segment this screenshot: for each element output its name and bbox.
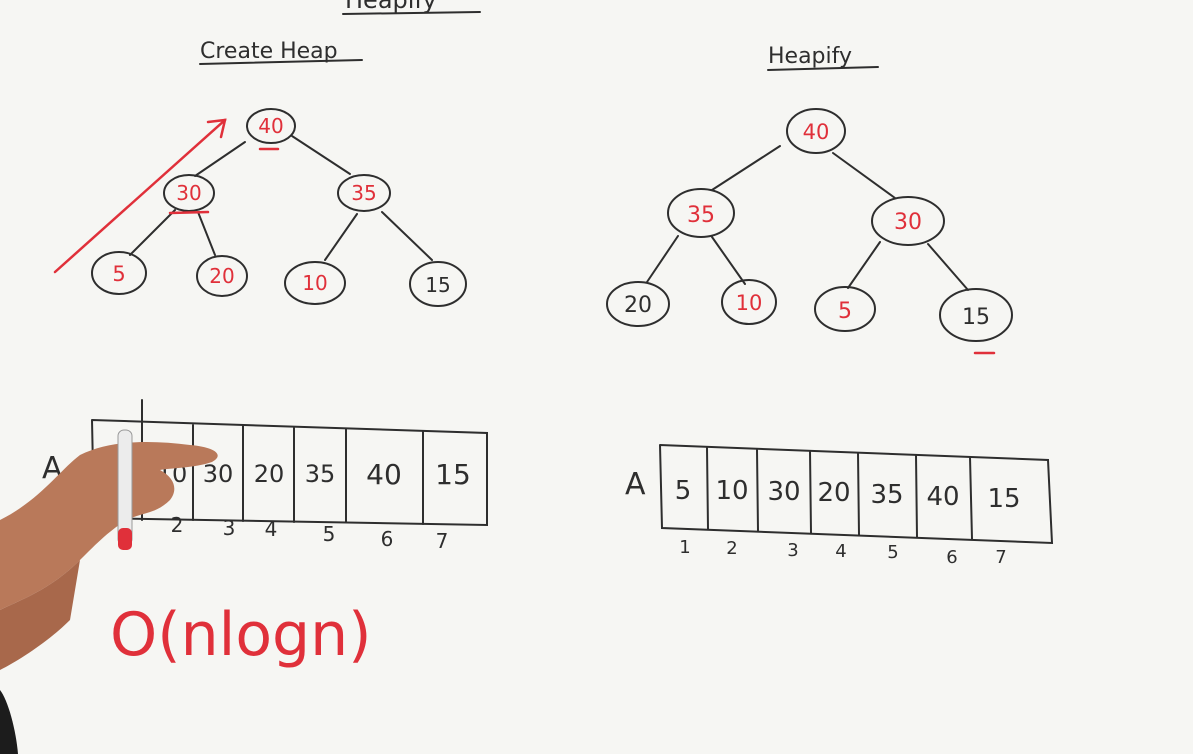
svg-text:35: 35	[687, 203, 715, 228]
svg-text:15: 15	[435, 458, 471, 491]
heapify-node-30: 30	[871, 196, 945, 246]
svg-text:40: 40	[926, 482, 959, 512]
svg-text:1: 1	[679, 537, 690, 558]
create-heap-edges	[129, 135, 433, 261]
svg-text:6: 6	[381, 527, 394, 551]
svg-text:15: 15	[425, 273, 450, 297]
heapify-title: Heapify	[768, 44, 852, 69]
presenter-hand	[0, 429, 218, 670]
create-heap-node-35: 35	[337, 174, 391, 212]
heapify-node-10: 10	[721, 279, 777, 325]
svg-text:4: 4	[265, 517, 278, 541]
svg-text:40: 40	[258, 114, 283, 138]
top-heading-underline	[342, 11, 481, 15]
create-heap-root-node: 40	[246, 108, 296, 151]
heapify-node-35: 35	[667, 188, 735, 238]
heapify-root-node: 40	[786, 108, 846, 154]
create-heap-node-20: 20	[196, 255, 248, 297]
svg-text:20: 20	[624, 293, 652, 318]
heapify-title-underline	[767, 66, 879, 71]
create-heap-title: Create Heap	[200, 39, 338, 64]
svg-text:5: 5	[887, 542, 898, 563]
create-heap-title-underline	[199, 59, 363, 65]
heapify-array: A 5 10 30 20 35 40 15 1 2 3 4 5 6 7	[625, 444, 1054, 568]
create-heap-array: A 10 30 20 35 40 15 2 3 4 5 6 7	[42, 399, 488, 553]
svg-text:20: 20	[817, 478, 850, 508]
svg-text:2: 2	[171, 513, 184, 537]
svg-text:35: 35	[351, 181, 376, 205]
svg-text:5: 5	[112, 262, 125, 286]
svg-text:10: 10	[715, 476, 748, 506]
heapify-panel: Heapify 40 35 30 20 1	[606, 44, 1054, 568]
heapify-node-15: 15	[939, 288, 1013, 355]
svg-text:20: 20	[209, 264, 234, 288]
create-heap-node-30: 30	[163, 174, 215, 215]
svg-text:5: 5	[838, 299, 852, 324]
svg-text:5: 5	[323, 522, 336, 546]
svg-text:30: 30	[176, 181, 201, 205]
svg-text:3: 3	[787, 540, 798, 561]
svg-text:30: 30	[767, 477, 800, 507]
svg-text:20: 20	[254, 460, 285, 488]
svg-text:10: 10	[302, 271, 327, 295]
time-complexity: O(nlogn)	[110, 600, 372, 670]
svg-text:4: 4	[835, 541, 846, 562]
svg-text:40: 40	[803, 120, 830, 144]
svg-text:15: 15	[962, 305, 990, 330]
heapify-node-20: 20	[606, 281, 670, 327]
svg-text:3: 3	[223, 516, 236, 540]
svg-text:35: 35	[870, 480, 903, 510]
array-name-label: A	[625, 467, 646, 502]
svg-text:7: 7	[436, 529, 449, 553]
svg-text:2: 2	[726, 538, 737, 559]
heapify-edges	[646, 145, 969, 291]
svg-text:35: 35	[305, 460, 336, 488]
create-heap-node-15: 15	[409, 261, 467, 307]
create-heap-panel: Create Heap 40 30 35	[42, 39, 488, 670]
svg-text:7: 7	[995, 547, 1006, 568]
svg-text:10: 10	[736, 291, 763, 315]
create-heap-node-5: 5	[91, 251, 147, 295]
presenter-sleeve	[0, 690, 18, 754]
svg-text:30: 30	[203, 460, 234, 488]
svg-text:5: 5	[675, 476, 692, 506]
top-heading: Heapify	[345, 0, 437, 14]
heapify-node-5: 5	[814, 286, 876, 332]
svg-text:40: 40	[366, 458, 402, 491]
svg-text:6: 6	[946, 547, 957, 568]
build-up-arrow	[53, 118, 227, 274]
svg-text:15: 15	[987, 484, 1020, 514]
create-heap-node-10: 10	[284, 261, 346, 305]
svg-text:30: 30	[894, 210, 922, 235]
